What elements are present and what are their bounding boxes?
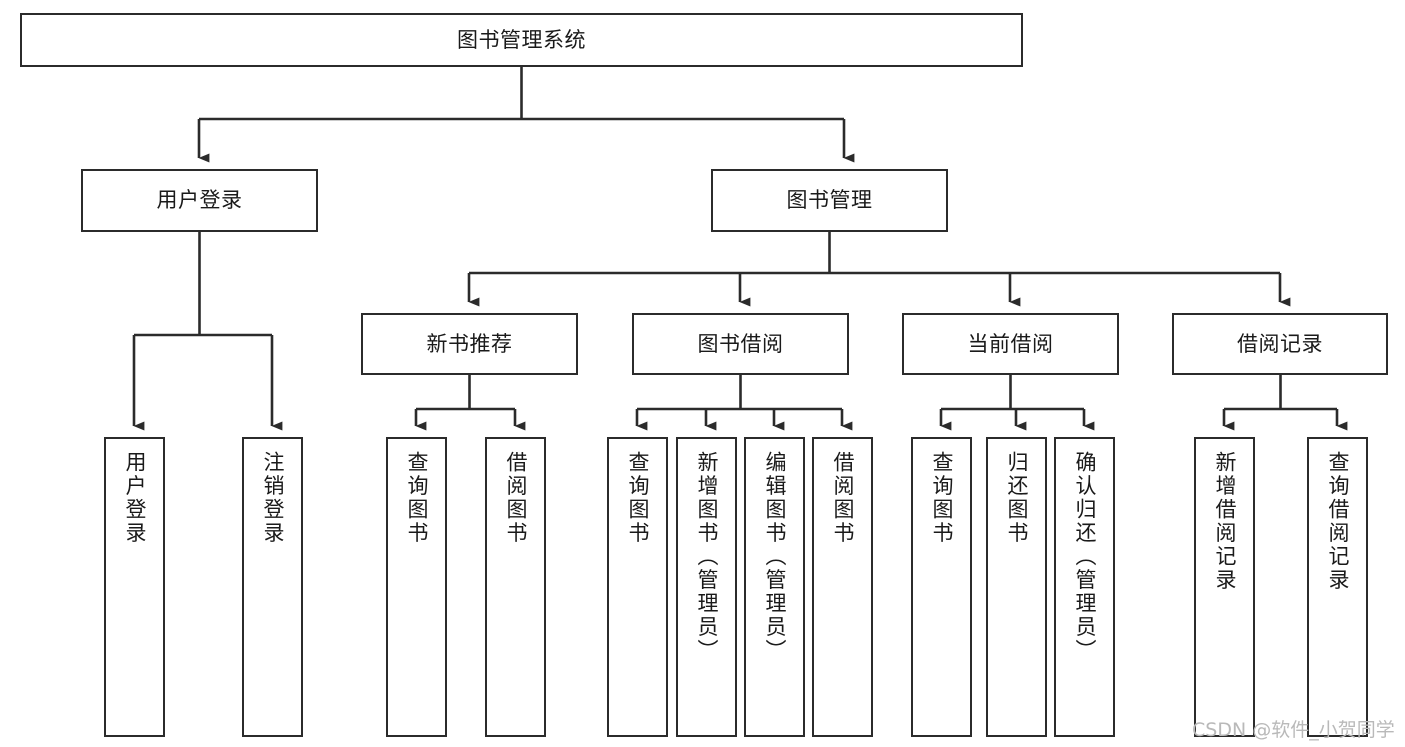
node-leaf-borrow-book-recommend-label: 借阅图书	[504, 451, 528, 545]
node-leaf-user-login[interactable]: 用户登录	[104, 437, 165, 737]
node-book-borrow[interactable]: 图书借阅	[632, 313, 849, 375]
node-book-borrow-label: 图书借阅	[697, 331, 784, 356]
node-leaf-return-book-label: 归还图书	[1005, 451, 1029, 545]
node-book-management-label: 图书管理	[786, 188, 873, 213]
node-leaf-user-login-label: 用户登录	[123, 451, 147, 545]
node-new-book-recommend[interactable]: 新书推荐	[361, 313, 578, 375]
node-borrow-records-label: 借阅记录	[1237, 331, 1323, 356]
node-leaf-edit-book-admin-label: 编辑图书（管理员）	[763, 451, 787, 663]
node-leaf-borrow-book-label: 借阅图书	[831, 451, 855, 545]
node-borrow-records[interactable]: 借阅记录	[1172, 313, 1388, 375]
node-leaf-borrow-book-recommend[interactable]: 借阅图书	[485, 437, 546, 737]
node-book-management[interactable]: 图书管理	[711, 169, 948, 232]
node-leaf-query-borrow-record[interactable]: 查询借阅记录	[1307, 437, 1368, 737]
node-leaf-confirm-return-admin[interactable]: 确认归还（管理员）	[1054, 437, 1115, 737]
node-leaf-query-borrow-record-label: 查询借阅记录	[1326, 451, 1350, 592]
node-root-label: 图书管理系统	[457, 27, 586, 52]
node-leaf-query-book-borrow[interactable]: 查询图书	[607, 437, 668, 737]
node-leaf-add-book-admin[interactable]: 新增图书（管理员）	[676, 437, 737, 737]
node-user-login-label: 用户登录	[156, 188, 243, 213]
node-leaf-query-book-recommend[interactable]: 查询图书	[386, 437, 447, 737]
node-leaf-edit-book-admin[interactable]: 编辑图书（管理员）	[744, 437, 805, 737]
node-new-book-recommend-label: 新书推荐	[426, 331, 513, 356]
node-leaf-query-book-current-label: 查询图书	[930, 451, 954, 545]
node-leaf-add-borrow-record-label: 新增借阅记录	[1213, 451, 1237, 592]
node-leaf-return-book[interactable]: 归还图书	[986, 437, 1047, 737]
node-current-borrow[interactable]: 当前借阅	[902, 313, 1119, 375]
node-leaf-add-book-admin-label: 新增图书（管理员）	[695, 451, 719, 663]
node-leaf-query-book-recommend-label: 查询图书	[405, 451, 429, 545]
node-current-borrow-label: 当前借阅	[967, 331, 1054, 356]
node-user-login[interactable]: 用户登录	[81, 169, 318, 232]
node-leaf-query-book-borrow-label: 查询图书	[626, 451, 650, 545]
node-root[interactable]: 图书管理系统	[20, 13, 1023, 67]
node-leaf-add-borrow-record[interactable]: 新增借阅记录	[1194, 437, 1255, 737]
node-leaf-query-book-current[interactable]: 查询图书	[911, 437, 972, 737]
node-leaf-borrow-book[interactable]: 借阅图书	[812, 437, 873, 737]
node-leaf-confirm-return-admin-label: 确认归还（管理员）	[1073, 451, 1097, 663]
node-leaf-logout[interactable]: 注销登录	[242, 437, 303, 737]
node-leaf-logout-label: 注销登录	[261, 451, 285, 545]
